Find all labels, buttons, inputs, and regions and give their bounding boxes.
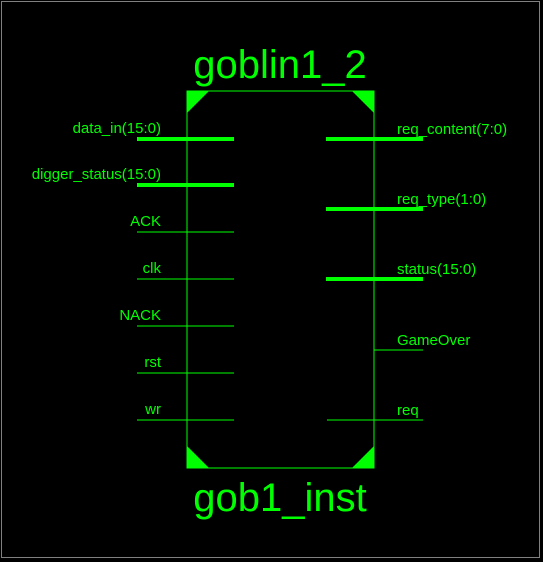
pin-data-in-15-0[interactable]: data_in(15:0) [73, 120, 234, 141]
pin-label: req_type(1:0) [397, 191, 486, 208]
cell-name: goblin1_2 [193, 43, 367, 87]
pin-label: wr [144, 401, 161, 418]
pin-req-content-7-0[interactable]: req_content(7:0) [326, 121, 507, 141]
pin-label: data_in(15:0) [73, 120, 161, 137]
pin-label: digger_status(15:0) [32, 166, 161, 183]
pin-label: rst [144, 354, 161, 371]
corner-marker-bottom-left [187, 446, 209, 468]
instance-name: gob1_inst [193, 476, 366, 520]
pin-nack[interactable]: NACK [119, 307, 234, 327]
pin-rst[interactable]: rst [137, 354, 234, 374]
corner-marker-bottom-right [352, 446, 374, 468]
right-pin-group: req_content(7:0) req_type(1:0) status(15:0… [326, 121, 507, 421]
pin-status-15-0[interactable]: status(15:0) [326, 261, 476, 281]
pin-label: status(15:0) [397, 261, 476, 278]
pin-label: req [397, 402, 419, 419]
left-pin-group: data_in(15:0) digger_status(15:0) ACK clkNA… [32, 120, 234, 421]
pin-req[interactable]: req [327, 402, 423, 421]
pin-clk[interactable]: clk [137, 260, 234, 280]
pin-label: NACK [119, 307, 161, 324]
pin-gameover[interactable]: GameOver [374, 332, 470, 351]
pin-label: clk [143, 260, 162, 277]
pin-wr[interactable]: wr [137, 401, 234, 421]
pin-label: GameOver [397, 332, 470, 349]
pin-req-type-1-0[interactable]: req_type(1:0) [326, 191, 486, 211]
pin-label: ACK [130, 213, 161, 230]
corner-marker-top-left [187, 91, 209, 113]
symbol-body[interactable] [186, 90, 375, 469]
pin-digger-status-15-0[interactable]: digger_status(15:0) [32, 166, 234, 187]
corner-marker-top-right [352, 91, 374, 113]
pin-ack[interactable]: ACK [130, 213, 234, 233]
pin-label: req_content(7:0) [397, 121, 507, 138]
